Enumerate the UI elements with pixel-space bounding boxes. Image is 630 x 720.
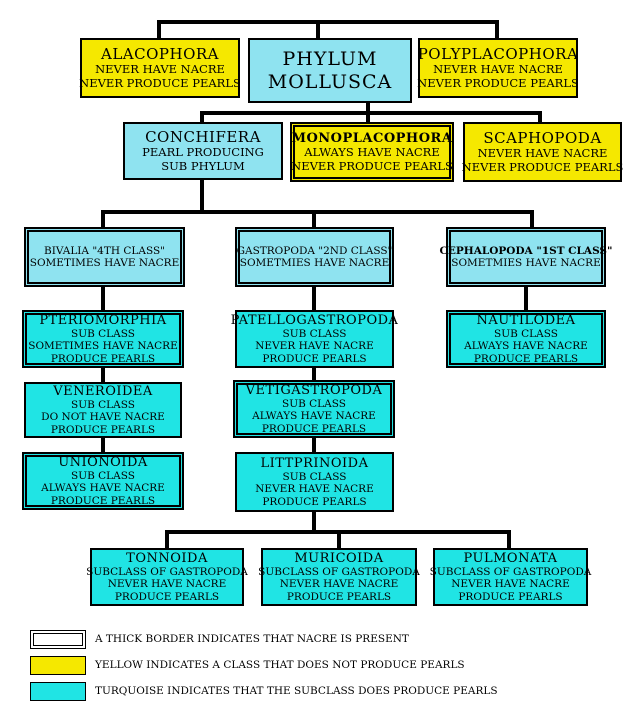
patellogastropoda-line-1: SUB CLASS [282,328,347,341]
veneroidea-line-3: PRODUCE PEARLS [50,423,156,436]
bivalia-title: BIVALIA "4TH CLASS" [44,244,165,257]
phylum-mollusca-box: PHYLUM MOLLUSCA [248,38,412,103]
legend-thick-border-text: A THICK BORDER INDICATES THAT NACRE IS P… [95,633,409,645]
vetigastropoda-line-3: PRODUCE PEARLS [261,422,367,435]
conchifera-line-2: SUB PHYLUM [161,158,245,173]
pulmonata-box: PULMONATA SUBCLASS OF GASTROPODA NEVER H… [430,548,591,606]
alacophora-line-1: NEVER HAVE NACRE [95,62,225,77]
conchifera-box: CONCHIFERA PEARL PRODUCING SUB PHYLUM [123,122,283,180]
gastropoda-box: GASTROPODA "2ND CLASS" SOMETMIES HAVE NA… [235,227,394,287]
cephalopoda-title: CEPHALOPODA "1ST CLASS" [439,244,613,257]
polyplacophora-line-2: NEVER PRODUCE PEARLS [417,75,579,90]
pteriomorphia-line-3: PRODUCE PEARLS [50,352,156,365]
vetigastropoda-title: VETIGASTROPODA [245,382,383,398]
scaphopoda-title: SCAPHOPODA [483,128,602,147]
pulmonata-title: PULMONATA [463,550,558,566]
unionoida-line-3: PRODUCE PEARLS [50,494,156,507]
pteriomorphia-line-2: SOMETIMES HAVE NACRE [28,340,178,353]
muricoida-line-2: NEVER HAVE NACRE [279,578,399,591]
nautilodea-title: NAUTILODEA [476,312,576,328]
gastropoda-title: GASTROPODA "2ND CLASS" [236,244,393,257]
veneroidea-line-1: SUB CLASS [71,399,135,412]
patellogastropoda-line-3: PRODUCE PEARLS [262,352,367,365]
bivalia-box: BIVALIA "4TH CLASS" SOMETIMES HAVE NACRE [24,227,185,287]
bivalia-line-1: SOMETIMES HAVE NACRE [29,257,180,269]
tonnoida-line-2: NEVER HAVE NACRE [107,578,227,591]
tonnoida-box: TONNOIDA SUBCLASS OF GASTROPODA NEVER HA… [86,548,248,606]
pteriomorphia-line-1: SUB CLASS [71,328,135,341]
alacophora-title: ALACOPHORA [101,44,219,63]
conchifera-line-1: PEARL PRODUCING [142,145,264,160]
alacophora-line-2: NEVER PRODUCE PEARLS [79,75,241,90]
patellogastropoda-line-2: NEVER HAVE NACRE [255,340,374,353]
monoplacophora-title: MONOPLACOPHORA [291,130,453,146]
pulmonata-line-2: NEVER HAVE NACRE [451,578,570,591]
polyplacophora-title: POLYPLACOPHORA [417,44,579,63]
muricoida-line-3: PRODUCE PEARLS [286,590,392,603]
tonnoida-title: TONNOIDA [126,550,208,566]
scaphopoda-line-1: NEVER HAVE NACRE [477,146,608,161]
tonnoida-line-1: SUBCLASS OF GASTROPODA [86,566,248,579]
gastropoda-line-1: SOMETMIES HAVE NACRE [239,257,390,269]
muricoida-title: MURICOIDA [294,550,384,566]
unionoida-box: UNIONOIDA SUB CLASS ALWAYS HAVE NACRE PR… [22,452,184,510]
patellogastropoda-title: PATELLOGASTROPODA [230,312,399,328]
legend-turquoise-text: TURQUOISE INDICATES THAT THE SUBCLASS DO… [95,685,498,697]
vetigastropoda-box: VETIGASTROPODA SUB CLASS ALWAYS HAVE NAC… [233,380,395,438]
legend-thick-border-swatch [30,630,86,649]
nautilodea-line-3: PRODUCE PEARLS [473,352,579,365]
unionoida-line-1: SUB CLASS [71,470,135,483]
alacophora-box: ALACOPHORA NEVER HAVE NACRE NEVER PRODUC… [79,38,241,98]
unionoida-title: UNIONOIDA [58,454,148,470]
pulmonata-line-1: SUBCLASS OF GASTROPODA [429,566,592,579]
legend-turquoise-swatch [30,682,86,701]
littprinoida-title: LITTPRINOIDA [260,455,369,471]
mollusca-line-1: PHYLUM [282,48,378,71]
muricoida-box: MURICOIDA SUBCLASS OF GASTROPODA NEVER H… [258,548,420,606]
tonnoida-line-3: PRODUCE PEARLS [114,590,220,603]
littprinoida-line-2: NEVER HAVE NACRE [255,483,374,496]
veneroidea-line-2: DO NOT HAVE NACRE [41,411,165,424]
polyplacophora-line-1: NEVER HAVE NACRE [433,62,563,77]
nautilodea-box: NAUTILODEA SUB CLASS ALWAYS HAVE NACRE P… [446,310,606,368]
vetigastropoda-line-1: SUB CLASS [282,398,346,411]
pteriomorphia-box: PTERIOMORPHIA SUB CLASS SOMETIMES HAVE N… [22,310,184,368]
scaphopoda-box: SCAPHOPODA NEVER HAVE NACRE NEVER PRODUC… [461,122,624,182]
monoplacophora-line-1: ALWAYS HAVE NACRE [304,145,440,160]
nautilodea-line-1: SUB CLASS [494,328,558,341]
muricoida-line-1: SUBCLASS OF GASTROPODA [258,566,420,579]
veneroidea-title: VENEROIDEA [53,383,153,399]
legend-yellow-swatch [30,656,86,675]
pulmonata-line-3: PRODUCE PEARLS [458,590,563,603]
legend-yellow-text: YELLOW INDICATES A CLASS THAT DOES NOT P… [95,659,465,671]
nautilodea-line-2: ALWAYS HAVE NACRE [464,340,588,353]
polyplacophora-box: POLYPLACOPHORA NEVER HAVE NACRE NEVER PR… [417,38,579,98]
cephalopoda-box: CEPHALOPODA "1ST CLASS" SOMETMIES HAVE N… [440,227,612,287]
patellogastropoda-box: PATELLOGASTROPODA SUB CLASS NEVER HAVE N… [231,310,398,368]
mollusca-line-2: MOLLUSCA [267,70,393,93]
pteriomorphia-title: PTERIOMORPHIA [39,312,167,328]
monoplacophora-line-2: NEVER PRODUCE PEARLS [291,158,453,173]
monoplacophora-box: MONOPLACOPHORA ALWAYS HAVE NACRE NEVER P… [290,122,454,182]
veneroidea-box: VENEROIDEA SUB CLASS DO NOT HAVE NACRE P… [24,382,182,438]
littprinoida-line-3: PRODUCE PEARLS [262,495,367,508]
vetigastropoda-line-2: ALWAYS HAVE NACRE [252,410,376,423]
unionoida-line-2: ALWAYS HAVE NACRE [41,482,165,495]
scaphopoda-line-2: NEVER PRODUCE PEARLS [461,159,624,174]
cephalopoda-line-1: SOMETMIES HAVE NACRE [451,257,601,269]
conchifera-title: CONCHIFERA [145,127,261,146]
littprinoida-box: LITTPRINOIDA SUB CLASS NEVER HAVE NACRE … [235,452,394,512]
littprinoida-line-1: SUB CLASS [282,471,347,484]
